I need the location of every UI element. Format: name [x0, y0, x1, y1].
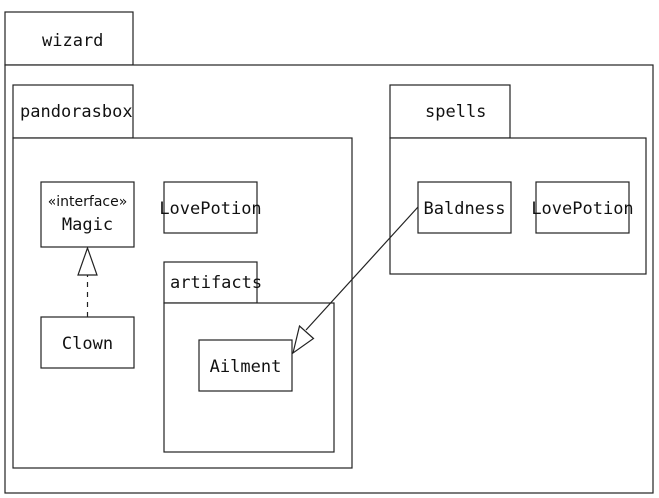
package-spells-tab [389, 84, 511, 139]
generalization-baldness-ailment [292, 206, 419, 355]
class-magic-name: Magic [62, 215, 113, 235]
class-clown-box [40, 316, 135, 369]
class-lovepotion-spells-box [535, 181, 630, 234]
package-wizard-label: wizard [42, 31, 103, 51]
package-pandorasbox-tab [12, 84, 134, 139]
class-clown: Clown [40, 316, 135, 369]
class-ailment-name: Ailment [210, 357, 282, 377]
class-lovepotion-spells-name: LovePotion [531, 199, 633, 219]
package-pandorasbox-label: pandorasbox [20, 102, 133, 122]
package-wizard-tab [4, 11, 134, 66]
class-ailment-box [198, 339, 293, 392]
class-magic: «interface» Magic [40, 181, 135, 248]
package-artifacts-tab [163, 261, 258, 304]
class-lovepotion-pandorasbox-name: LovePotion [159, 199, 261, 219]
package-spells-label: spells [425, 102, 486, 122]
generalization-line [305, 206, 419, 331]
class-baldness: Baldness [417, 181, 512, 234]
class-lovepotion-pandorasbox-box [163, 181, 258, 234]
class-magic-stereotype: «interface» [48, 194, 128, 210]
class-clown-name: Clown [62, 334, 113, 354]
realization-clown-magic [77, 246, 98, 317]
class-magic-box [40, 181, 135, 248]
class-baldness-name: Baldness [424, 199, 506, 219]
class-ailment: Ailment [198, 339, 293, 392]
realization-arrowhead [77, 246, 98, 276]
package-artifacts-label: artifacts [170, 273, 262, 293]
generalization-arrowhead [292, 324, 315, 355]
class-lovepotion-pandorasbox: LovePotion [159, 181, 262, 234]
class-baldness-box [417, 181, 512, 234]
class-lovepotion-spells: LovePotion [531, 181, 634, 234]
